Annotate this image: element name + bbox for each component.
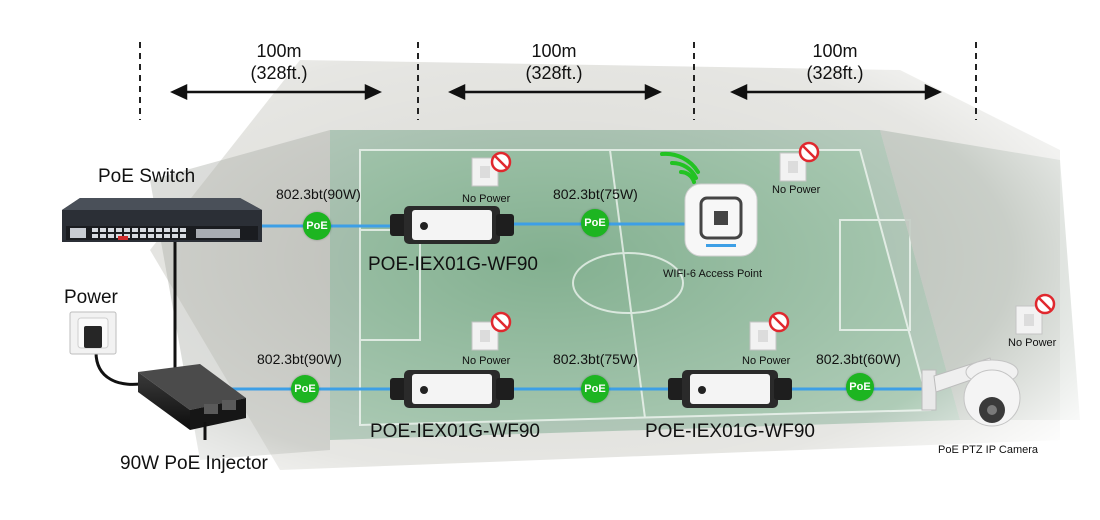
poe-injector-device: [138, 364, 246, 440]
no-power-outlet-icon: [471, 151, 512, 187]
no-power-outlet-icon: [779, 141, 820, 182]
extender-label-bottom-1: POE-IEX01G-WF90: [370, 421, 540, 442]
distance-boundaries: [139, 42, 977, 120]
distance-label-2: 100m(328ft.): [494, 40, 614, 84]
link-speed-label: 802.3bt(90W): [257, 351, 342, 367]
poe-badge: PoE: [291, 375, 319, 403]
no-power-outlet-icon: [471, 311, 512, 351]
poe-badge: PoE: [581, 209, 609, 237]
distance-label-3: 100m(328ft.): [775, 40, 895, 84]
distance-value: 100m: [256, 41, 302, 61]
no-power-label: No Power: [462, 193, 511, 205]
poe-badge: PoE: [581, 375, 609, 403]
link-speed-label: 802.3bt(75W): [553, 186, 638, 202]
link-speed-label: 802.3bt(60W): [816, 351, 901, 367]
distance-value: 100m: [531, 41, 577, 61]
extender-device-top: [390, 206, 514, 244]
distance-imperial: (328ft.): [806, 63, 864, 83]
no-power-outlet-icon: [749, 311, 790, 351]
no-power-label: No Power: [462, 355, 511, 367]
extender-device-bottom-2: [668, 370, 792, 408]
distance-value: 100m: [812, 41, 858, 61]
link-speed-label: 802.3bt(75W): [553, 351, 638, 367]
poe-injector-label: 90W PoE Injector: [120, 453, 268, 474]
extender-device-bottom-1: [390, 370, 514, 408]
wall-outlet: [69, 311, 117, 355]
camera-label: PoE PTZ IP Camera: [938, 444, 1039, 456]
distance-label-1: 100m(328ft.): [219, 40, 339, 84]
extender-label-top: POE-IEX01G-WF90: [368, 254, 538, 275]
distance-imperial: (328ft.): [525, 63, 583, 83]
extender-label-bottom-2: POE-IEX01G-WF90: [645, 421, 815, 442]
power-cables: [94, 240, 177, 386]
access-point-label: WIFI-6 Access Point: [663, 268, 763, 280]
poe-switch-device: [62, 198, 262, 242]
no-power-label: No Power: [742, 355, 791, 367]
poe-switch-label: PoE Switch: [98, 166, 196, 187]
power-label: Power: [64, 287, 118, 308]
no-power-label: No Power: [772, 184, 821, 196]
poe-badge: PoE: [303, 212, 331, 240]
poe-badge: PoE: [846, 373, 874, 401]
distance-arrows: [170, 84, 942, 100]
no-power-label: No Power: [1008, 337, 1057, 349]
no-power-outlet-icon: [1015, 293, 1056, 335]
wifi-access-point-device: [684, 183, 758, 257]
wifi-signal-icon: [660, 151, 700, 184]
distance-imperial: (328ft.): [250, 63, 308, 83]
link-speed-label: 802.3bt(90W): [276, 186, 361, 202]
ptz-camera-device: [921, 357, 1021, 427]
